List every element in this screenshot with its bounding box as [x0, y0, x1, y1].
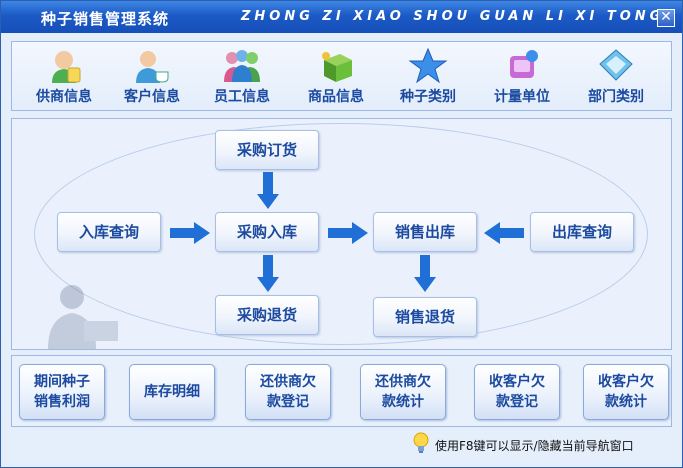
toolbar-label: 客户信息 [124, 89, 180, 105]
customer-receipt-stats-button[interactable]: 收客户欠 款统计 [583, 364, 669, 420]
supplier-payment-stats-button[interactable]: 还供商欠 款统计 [360, 364, 446, 420]
customer-receipt-register-button[interactable]: 收客户欠 款登记 [474, 364, 560, 420]
button-label-line2: 销售利润 [34, 394, 90, 410]
report-panel: 期间种子 销售利润 库存明细 还供商欠 款登记 还供商欠 款统计 收客户欠 款登… [11, 355, 672, 427]
toolbar-item-department[interactable]: 部门类别 [578, 48, 654, 110]
arrow-right-icon [170, 222, 210, 244]
supplier-icon [52, 51, 81, 83]
toolbar-label: 部门类别 [588, 89, 644, 105]
purchase-in-button[interactable]: 采购入库 [215, 212, 319, 252]
arrow-down-icon [257, 172, 279, 209]
supplier-payment-register-button[interactable]: 还供商欠 款登记 [245, 364, 331, 420]
purchase-return-button[interactable]: 采购退货 [215, 295, 319, 335]
toolbar-label: 种子类别 [400, 89, 456, 105]
toolbar-item-supplier[interactable]: 供商信息 [26, 48, 102, 110]
customer-icon [136, 51, 169, 83]
toolbar-label: 计量单位 [494, 89, 550, 105]
sales-out-button[interactable]: 销售出库 [373, 212, 477, 252]
status-bar: 使用F8键可以显示/隐藏当前导航窗口 [11, 429, 672, 459]
stock-in-query-button[interactable]: 入库查询 [57, 212, 161, 252]
arrow-right-icon [328, 222, 368, 244]
toolbar-item-product[interactable]: 商品信息 [298, 48, 374, 110]
lightbulb-icon [413, 432, 429, 453]
toolbar-item-seed-category[interactable]: 种子类别 [390, 48, 466, 110]
sales-return-button[interactable]: 销售退货 [373, 297, 477, 337]
toolbar-item-employee[interactable]: 员工信息 [204, 48, 280, 110]
button-label-line1: 收客户欠 [598, 374, 654, 390]
toolbar-item-customer[interactable]: 客户信息 [114, 48, 190, 110]
status-hint: 使用F8键可以显示/隐藏当前导航窗口 [435, 439, 634, 453]
nav-toolbar: 供商信息 客户信息 员工信息 [11, 41, 672, 111]
toolbar-label: 商品信息 [308, 89, 364, 105]
stock-out-query-button[interactable]: 出库查询 [530, 212, 634, 252]
employee-icon [224, 50, 260, 82]
button-label-line1: 还供商欠 [260, 374, 316, 390]
button-label-line2: 款登记 [496, 394, 538, 410]
department-icon [599, 49, 633, 81]
arrow-left-icon [484, 222, 524, 244]
title-bar[interactable]: 种子销售管理系统 ZHONG ZI XIAO SHOU GUAN LI XI T… [1, 1, 682, 33]
window-title: 种子销售管理系统 [41, 10, 170, 28]
button-label-line2: 款统计 [382, 394, 424, 410]
product-icon [322, 52, 352, 82]
close-button[interactable]: ✕ [657, 9, 675, 27]
flow-ellipse [34, 123, 648, 345]
toolbar-label: 员工信息 [214, 89, 270, 105]
button-label-line1: 还供商欠 [375, 374, 431, 390]
button-label-line1: 期间种子 [34, 374, 90, 390]
person-watermark [48, 285, 118, 349]
button-label: 库存明细 [144, 384, 200, 400]
button-label-line2: 款统计 [605, 394, 647, 410]
toolbar-label: 供商信息 [36, 89, 92, 105]
toolbar-item-unit[interactable]: 计量单位 [484, 48, 560, 110]
arrow-down-icon [414, 255, 436, 292]
period-profit-button[interactable]: 期间种子 销售利润 [19, 364, 105, 420]
arrow-down-icon [257, 255, 279, 292]
inventory-detail-button[interactable]: 库存明细 [129, 364, 215, 420]
button-label-line2: 款登记 [267, 394, 309, 410]
star-icon [408, 48, 448, 84]
purchase-order-button[interactable]: 采购订货 [215, 130, 319, 170]
flow-panel: 采购订货 入库查询 采购入库 销售出库 出库查询 采购退货 销售退货 [11, 118, 672, 350]
window-title-pinyin: ZHONG ZI XIAO SHOU GUAN LI XI TONG [241, 9, 665, 24]
button-label-line1: 收客户欠 [489, 374, 545, 390]
unit-icon [510, 50, 538, 78]
